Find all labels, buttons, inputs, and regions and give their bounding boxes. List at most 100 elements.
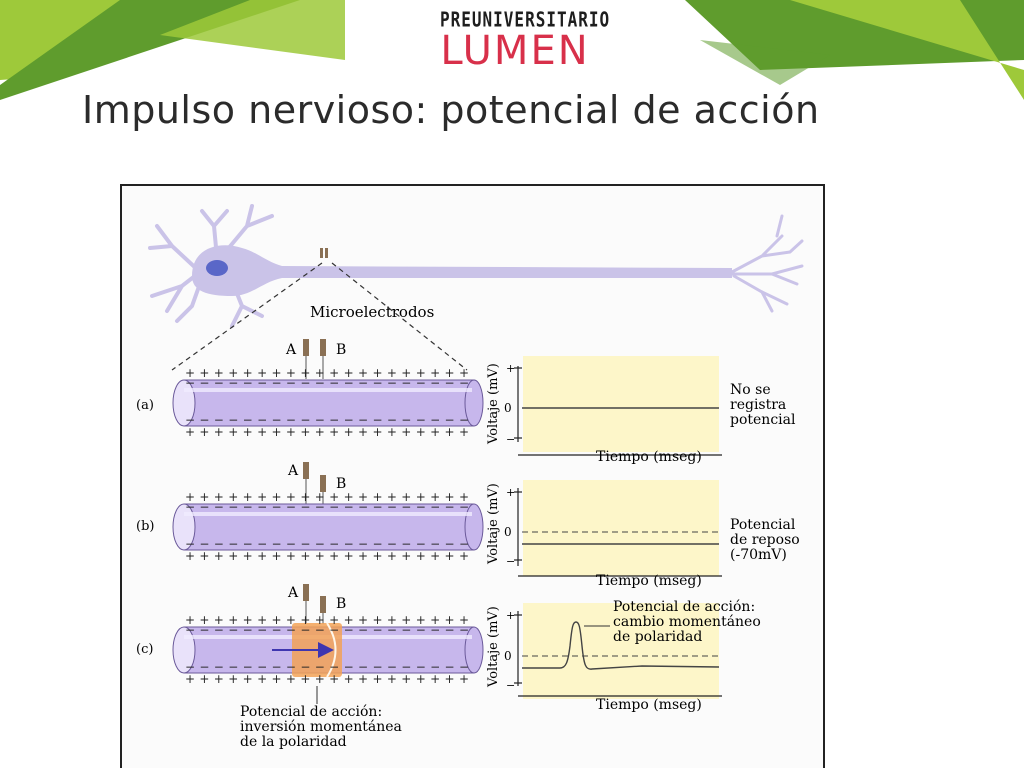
charge-sign: − (416, 413, 426, 427)
charge-sign: − (257, 660, 267, 674)
charge-sign: + (257, 613, 267, 627)
charge-sign: − (185, 500, 195, 514)
charge-sign: − (300, 413, 310, 427)
charge-sign: − (214, 376, 224, 390)
panel-c-inner-charges-bottom: −−−−−−−−−−−−−−−−−−−− (185, 660, 469, 674)
charge-sign: − (358, 623, 368, 637)
charge-sign: + (329, 672, 339, 686)
charge-sign: + (344, 549, 354, 563)
charge-sign: − (300, 500, 310, 514)
charge-sign: − (286, 500, 296, 514)
charge-sign: − (358, 660, 368, 674)
charge-sign: − (416, 500, 426, 514)
charge-sign: + (387, 366, 397, 380)
panel-c-graph-area (523, 603, 719, 699)
panel-a-tag: (a) (136, 398, 154, 413)
panel-b-outer-charges-bottom: ++++++++++++++++++++ (185, 549, 469, 563)
panel-b-tag: (b) (136, 519, 154, 534)
charge-sign: + (271, 613, 281, 627)
charge-sign: − (185, 537, 195, 551)
bottom-note-line-1: Potencial de acción: (240, 704, 382, 720)
panel-c-x-label: Tiempo (mseg) (596, 697, 702, 713)
charge-sign: − (358, 413, 368, 427)
charge-sign: + (445, 366, 455, 380)
panel-a-zero-tick: 0 (504, 401, 512, 415)
panel-a-caption-line-2: registra (730, 397, 786, 413)
charge-sign: − (430, 660, 440, 674)
charge-sign: − (257, 537, 267, 551)
charge-sign: − (214, 537, 224, 551)
charge-sign: + (401, 366, 411, 380)
charge-sign: − (416, 376, 426, 390)
charge-sign: + (214, 425, 224, 439)
panel-b-axon-segment (172, 503, 484, 551)
charge-sign: + (430, 613, 440, 627)
charge-sign: − (387, 660, 397, 674)
charge-sign: − (228, 623, 238, 637)
charge-sign: − (445, 376, 455, 390)
action-potential-spike-trace (522, 621, 720, 670)
charge-sign: − (416, 660, 426, 674)
charge-sign: + (243, 366, 253, 380)
panel-c-electrode-a-label: A (287, 585, 299, 601)
charge-sign: − (401, 500, 411, 514)
charge-sign: + (286, 672, 296, 686)
logo-subtitle: PREUNIVERSITARIO (440, 7, 611, 32)
charge-sign: − (344, 413, 354, 427)
charge-sign: − (445, 537, 455, 551)
panel-b-zero-tick: 0 (504, 525, 512, 539)
panel-a-voltage-graph: + 0 − Voltaje (mV) Tiempo (mseg) No se r… (486, 356, 796, 465)
logo-wordmark: LUMEN (440, 28, 590, 74)
charge-sign: + (372, 425, 382, 439)
charge-sign: − (459, 623, 469, 637)
charge-sign: − (271, 537, 281, 551)
charge-sign: − (387, 413, 397, 427)
charge-sign: + (271, 490, 281, 504)
charge-sign: − (430, 537, 440, 551)
panel-b-caption-line-1: Potencial (730, 517, 796, 533)
charge-sign: + (387, 425, 397, 439)
charge-sign: − (459, 660, 469, 674)
charge-sign: + (387, 672, 397, 686)
charge-sign: − (185, 660, 195, 674)
charge-sign: − (445, 623, 455, 637)
charge-sign: + (214, 613, 224, 627)
neuron-electrode-b (325, 248, 328, 258)
charge-sign: + (416, 366, 426, 380)
panel-a-electrode-a-label: A (285, 342, 297, 358)
panel-c-outer-charges-bottom: ++++++++++++++++++++ (185, 672, 469, 686)
charge-sign: + (401, 549, 411, 563)
charge-sign: + (257, 672, 267, 686)
charge-sign: + (271, 366, 281, 380)
charge-sign: + (185, 490, 195, 504)
panel-b-electrode-a-label: A (287, 463, 299, 479)
charge-sign: − (372, 376, 382, 390)
charge-sign: + (300, 672, 310, 686)
charge-sign: + (185, 672, 195, 686)
charge-sign: + (344, 672, 354, 686)
charge-sign: + (271, 549, 281, 563)
charge-sign: + (416, 613, 426, 627)
charge-sign: − (257, 500, 267, 514)
charge-sign: − (329, 413, 339, 427)
charge-sign: + (459, 490, 469, 504)
charge-sign: + (358, 549, 368, 563)
charge-sign: − (459, 500, 469, 514)
panel-b-plus-tick: + (506, 486, 515, 499)
charge-sign: − (344, 660, 354, 674)
charge-sign: + (214, 490, 224, 504)
charge-sign: + (243, 425, 253, 439)
panel-c-tag: (c) (136, 642, 153, 657)
charge-sign: + (199, 366, 209, 380)
charge-sign: − (329, 660, 339, 674)
charge-sign: − (300, 376, 310, 390)
charge-sign: − (243, 623, 253, 637)
charge-sign: − (228, 660, 238, 674)
charge-sign: − (315, 537, 325, 551)
charge-sign: + (430, 549, 440, 563)
charge-sign: + (199, 613, 209, 627)
panel-b: (b) A B ++++++++++++++++++++ −−−−−−−−−−−… (136, 462, 800, 589)
neuron-illustration (148, 204, 804, 328)
charge-sign: − (445, 660, 455, 674)
charge-sign: − (329, 537, 339, 551)
